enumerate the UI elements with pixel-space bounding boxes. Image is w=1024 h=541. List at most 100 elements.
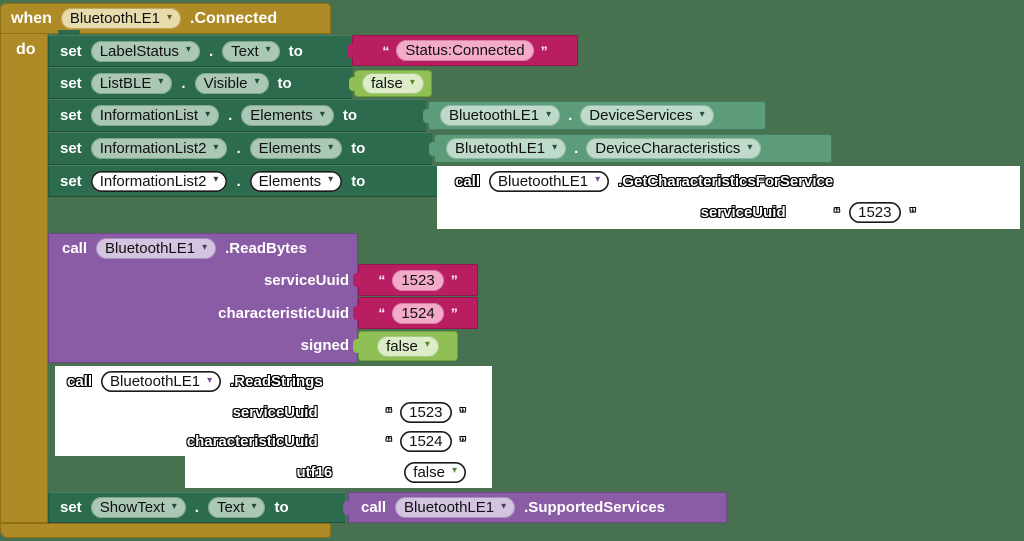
to-label: to [274,499,289,516]
supportedservices-call-block[interactable]: call BluetoothLE1 .SupportedServices [343,492,727,523]
dropdown-arrow-icon [328,175,333,185]
component-label: BluetoothLE1 [449,107,540,124]
when-event-label: .Connected [190,9,278,27]
serviceuuid-text-field[interactable]: 1523 [849,201,901,223]
serviceuuid-text-field[interactable]: 1523 [392,269,444,291]
dropdown-arrow-icon [425,340,430,350]
set-keyword: set [60,140,82,157]
dropdown-arrow-icon [501,502,506,512]
utf16-false-dropdown[interactable]: false [404,461,466,483]
component-label: InformationList2 [99,172,207,190]
component-label: ListBLE [99,74,152,92]
dropdown-arrow-icon [320,110,325,120]
false-logic-block[interactable]: false [349,70,432,97]
set-informationlist2-elements-block-2[interactable]: set InformationList2 . Elements to [48,165,437,197]
dropdown-arrow-icon [213,143,218,153]
bluetoothle1-component-dropdown[interactable]: BluetoothLE1 [489,170,610,192]
dot-separator: . [208,42,214,60]
readbytes-call-block[interactable]: call BluetoothLE1 .ReadBytes serviceUuid… [48,233,358,363]
set-listble-visible-block[interactable]: set ListBLE . Visible to [48,67,352,99]
property-label: Elements [258,140,322,157]
dropdown-arrow-icon [552,143,557,153]
text-string-value: 1524 [401,304,435,322]
readstrings-call-block-ghost[interactable]: call BluetoothLE1 .ReadStrings serviceUu… [55,366,492,456]
to-label: to [351,172,366,190]
call-keyword: call [67,373,93,390]
showtext-component-dropdown[interactable]: ShowText [90,497,186,518]
elements-property-dropdown[interactable]: Elements [249,170,343,192]
informationlist-component-dropdown[interactable]: InformationList [90,105,220,126]
text-string-field[interactable]: Status:Connected [396,40,534,61]
dropdown-arrow-icon [410,78,415,88]
informationlist2-component-dropdown[interactable]: InformationList2 [90,170,228,192]
dropdown-arrow-icon [452,466,457,476]
property-label: Elements [258,172,322,190]
listble-component-dropdown[interactable]: ListBLE [90,72,173,94]
set-keyword: set [60,42,82,60]
characteristicuuid-text-field[interactable]: 1524 [400,431,452,452]
text-property-dropdown[interactable]: Text [207,497,266,518]
false-dropdown[interactable]: false [377,335,439,357]
set-informationlist-elements-block[interactable]: set InformationList . Elements to [48,99,426,132]
when-component-dropdown[interactable]: BluetoothLE1 [60,8,181,29]
when-block-left-wall[interactable] [0,33,48,523]
when-connected-event-block[interactable]: when BluetoothLE1 .Connected [0,3,331,34]
deviceservices-property-dropdown[interactable]: DeviceServices [580,105,714,126]
false-label: false [386,337,418,355]
component-label: InformationList2 [99,140,207,157]
informationlist2-component-dropdown[interactable]: InformationList2 [90,138,228,159]
text-string-value: 1523 [858,203,892,221]
signed-false-logic-block[interactable]: false [353,331,458,361]
when-block-bottom-wall[interactable] [0,523,331,538]
labelstatus-component-dropdown[interactable]: LabelStatus [90,40,200,62]
elements-property-dropdown[interactable]: Elements [241,105,334,126]
false-dropdown[interactable]: false [362,73,424,94]
dropdown-arrow-icon [266,45,271,55]
utf16-row-ghost[interactable]: utf16 false [185,456,492,488]
method-label: .ReadStrings [230,373,323,390]
devicecharacteristics-getter-block[interactable]: BluetoothLE1 . DeviceCharacteristics [429,134,832,163]
property-label: Visible [203,74,248,92]
serviceuuid-text-block[interactable]: “ 1523 ” [353,264,478,296]
close-quote: ” [909,204,917,220]
dot-separator: . [236,140,241,157]
property-label: Elements [250,107,313,124]
set-informationlist2-elements-block[interactable]: set InformationList2 . Elements to [48,132,432,165]
status-connected-text-block[interactable]: “ Status:Connected ” [347,35,578,66]
open-quote: “ [385,434,393,449]
elements-property-dropdown[interactable]: Elements [249,138,343,159]
bluetoothle1-component-dropdown[interactable]: BluetoothLE1 [101,371,222,392]
call-keyword: call [62,240,88,257]
serviceuuid-text-field[interactable]: 1523 [400,401,452,423]
dropdown-arrow-icon [213,175,218,185]
set-labelstatus-text-block[interactable]: set LabelStatus . Text to [48,35,352,67]
close-quote: ” [450,305,458,321]
close-quote: ” [459,404,467,420]
bluetoothle1-component-dropdown[interactable]: BluetoothLE1 [440,105,561,126]
bluetoothle1-component-dropdown[interactable]: BluetoothLE1 [395,497,516,518]
getcharacteristicsforservice-call-block-ghost[interactable]: call BluetoothLE1 .GetCharacteristicsFor… [437,166,1020,229]
component-label: BluetoothLE1 [498,172,589,190]
characteristicuuid-text-field[interactable]: 1524 [392,302,444,324]
text-property-dropdown[interactable]: Text [222,40,280,62]
set-showtext-text-block[interactable]: set ShowText . Text to [48,492,345,523]
devicecharacteristics-property-dropdown[interactable]: DeviceCharacteristics [586,138,762,159]
close-quote: ” [540,42,548,59]
characteristicuuid-text-block[interactable]: “ 1524 ” [353,297,478,329]
false-label: false [371,75,403,92]
dropdown-arrow-icon [202,243,207,253]
set-keyword: set [60,172,82,190]
component-label: BluetoothLE1 [105,240,196,257]
component-label: BluetoothLE1 [455,140,546,157]
bluetoothle1-component-dropdown[interactable]: BluetoothLE1 [446,138,567,159]
dot-separator: . [574,140,579,157]
call-keyword: call [361,499,387,516]
serviceuuid-param-label: serviceUuid [263,272,349,289]
property-label: DeviceServices [589,107,693,124]
visible-property-dropdown[interactable]: Visible [194,72,269,94]
open-quote: “ [833,204,841,220]
bluetoothle1-component-dropdown[interactable]: BluetoothLE1 [96,238,217,259]
dropdown-arrow-icon [251,502,256,512]
deviceservices-getter-block[interactable]: BluetoothLE1 . DeviceServices [423,101,766,130]
